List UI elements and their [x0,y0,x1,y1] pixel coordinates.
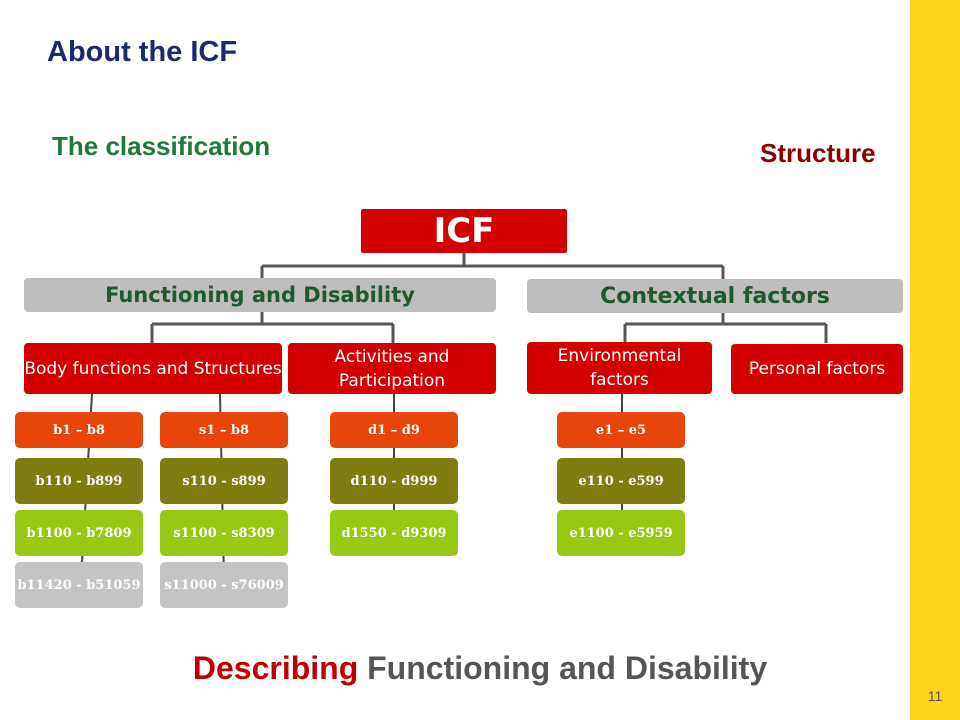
footer-rest: Functioning and Disability [367,650,768,686]
functioning-disability-node: Functioning and Disability [24,278,496,312]
code-b-level3: b1100 - b7809 [15,510,143,556]
classification-heading: The classification [52,131,271,161]
code-b-level4: b11420 - b51059 [15,562,143,608]
environmental-factors-node: Environmental factors [527,342,712,394]
sidebar-stripe [910,0,960,720]
code-s-level3: s1100 - s8309 [160,510,288,556]
code-e-level2: e110 - e599 [557,458,685,504]
code-d-level1: d1 – d9 [330,412,458,448]
code-s-level1: s1 – b8 [160,412,288,448]
contextual-factors-node: Contextual factors [527,279,903,313]
page-title: About the ICF [47,36,238,68]
code-b-level1: b1 – b8 [15,412,143,448]
code-e-level3: e1100 - e5959 [557,510,685,556]
code-d-level3: d1550 - d9309 [330,510,458,556]
code-e-level1: e1 – e5 [557,412,685,448]
code-d-level2: d110 - d999 [330,458,458,504]
icf-root-node: ICF [361,209,567,253]
structure-heading: Structure [760,138,876,168]
code-s-level2: s110 - s899 [160,458,288,504]
describing-footer: Describing Functioning and Disability [0,650,960,687]
code-s-level4: s11000 - s76009 [160,562,288,608]
page-number: 11 [927,688,943,704]
body-functions-node: Body functions and Structures [24,343,282,394]
personal-factors-node: Personal factors [731,344,903,394]
code-b-level2: b110 - b899 [15,458,143,504]
activities-participation-node: Activities and Participation [288,343,496,394]
footer-highlight: Describing [192,650,359,686]
